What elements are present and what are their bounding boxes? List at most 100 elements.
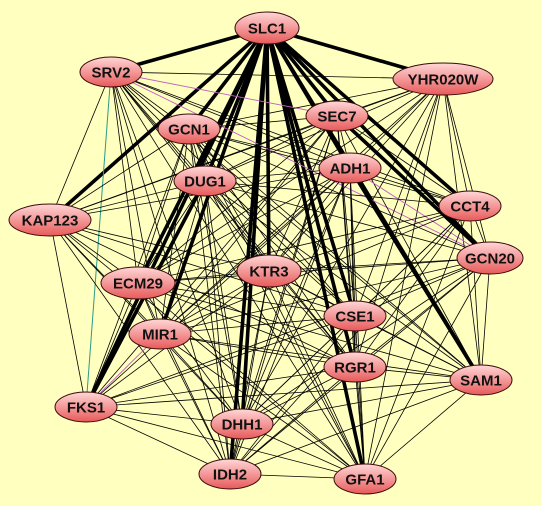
edge-kap123-fks1	[49, 219, 87, 408]
node-label: GCN1	[168, 122, 210, 139]
edge-dug1-dhh1	[204, 180, 243, 425]
node-gfa1[interactable]: GFA1	[333, 463, 397, 495]
edge-kap123-ktr3	[49, 219, 270, 272]
node-shape	[79, 56, 143, 88]
node-gcn20[interactable]: GCN20	[456, 241, 524, 275]
edge-yhr020w-ecm29	[137, 78, 444, 284]
node-adh1[interactable]: ADH1	[318, 152, 382, 184]
node-shape	[8, 203, 92, 237]
node-shape	[333, 463, 397, 495]
edge-mir1-sam1	[159, 333, 482, 381]
edge-dug1-sam1	[204, 180, 482, 381]
node-yhr020w[interactable]: YHR020W	[392, 62, 494, 96]
edge-cse1-gfa1	[354, 315, 366, 480]
node-gcn1[interactable]: GCN1	[157, 113, 221, 145]
edge-ktr3-rgr1	[268, 270, 356, 368]
node-ecm29[interactable]: ECM29	[100, 266, 176, 300]
edge-sam1-dhh1	[241, 379, 482, 425]
edge-srv2-gcn20	[110, 71, 491, 259]
edge-dug1-gfa1	[204, 180, 366, 480]
edge-yhr020w-cse1	[354, 78, 444, 317]
node-shape	[210, 408, 274, 440]
node-shape	[392, 62, 494, 96]
node-rgr1[interactable]: RGR1	[323, 351, 387, 383]
edge-adh1-gcn20	[349, 167, 491, 259]
edge-fks1-idh2	[85, 406, 231, 475]
node-label: GFA1	[345, 472, 384, 489]
node-kap123[interactable]: KAP123	[8, 203, 92, 237]
node-cse1[interactable]: CSE1	[323, 300, 387, 332]
edge-yhr020w-gcn20	[442, 78, 491, 259]
edge-cse1-dhh1	[241, 315, 356, 425]
edge-srv2-cse1	[110, 71, 356, 317]
node-shape	[157, 113, 221, 145]
node-label: ADH1	[330, 161, 371, 178]
edge-adh1-fks1	[85, 167, 351, 408]
edge-mir1-dhh1	[159, 333, 243, 425]
node-label: SLC1	[248, 21, 286, 38]
edge-slc1-gcn20	[265, 26, 492, 260]
edge-gcn1-ktr3	[188, 128, 270, 272]
edge-rgr1-gfa1	[354, 366, 366, 480]
edge-mir1-idh2	[159, 333, 231, 475]
edge-kap123-idh2	[49, 219, 231, 475]
edge-cse1-mir1	[159, 315, 356, 335]
node-label: DHH1	[222, 417, 263, 434]
node-shape	[305, 100, 369, 132]
edge-cse1-fks1	[85, 315, 356, 408]
edge-cct4-ktr3	[268, 205, 471, 272]
node-cct4[interactable]: CCT4	[438, 190, 502, 222]
edge-ecm29-dhh1	[137, 282, 243, 425]
edge-yhr020w-cct4	[442, 78, 471, 207]
edge-srv2-sec7	[110, 71, 338, 117]
edge-sec7-ecm29	[137, 115, 338, 284]
edge-kap123-cse1	[49, 219, 356, 317]
edge-gcn20-fks1	[85, 257, 491, 408]
node-shape	[54, 391, 118, 423]
node-label: GCN20	[465, 251, 515, 268]
edge-rgr1-idh2	[229, 366, 356, 475]
node-label: DUG1	[184, 174, 226, 191]
edge-cct4-mir1	[159, 205, 471, 335]
edge-slc1-gcn1	[187, 26, 269, 131]
edge-adh1-ktr3	[268, 167, 351, 272]
node-label: CCT4	[450, 199, 490, 216]
edge-sam1-idh2	[229, 379, 482, 475]
edge-ecm29-fks1	[85, 282, 139, 408]
edge-gcn20-mir1	[159, 257, 491, 335]
edge-gcn20-sam1	[480, 257, 491, 381]
edge-slc1-kap123	[48, 26, 269, 222]
node-shape	[323, 351, 387, 383]
node-label: SRV2	[92, 65, 131, 82]
node-shape	[234, 11, 300, 45]
node-idh2[interactable]: IDH2	[198, 458, 262, 490]
node-ktr3[interactable]: KTR3	[236, 254, 302, 288]
edge-ecm29-rgr1	[137, 282, 356, 368]
node-shape	[456, 241, 524, 275]
node-sam1[interactable]: SAM1	[449, 364, 513, 396]
edge-kap123-rgr1	[49, 219, 356, 368]
node-slc1[interactable]: SLC1	[234, 11, 300, 45]
node-label: ECM29	[113, 276, 163, 293]
node-dhh1[interactable]: DHH1	[210, 408, 274, 440]
edge-ktr3-idh2	[229, 270, 270, 475]
edge-yhr020w-dhh1	[241, 78, 444, 425]
edge-cse1-idh2	[229, 315, 356, 475]
node-fks1[interactable]: FKS1	[54, 391, 118, 423]
node-dug1[interactable]: DUG1	[173, 165, 237, 197]
edge-slc1-idh2	[228, 27, 269, 475]
node-label: CSE1	[335, 309, 374, 326]
node-sec7[interactable]: SEC7	[305, 100, 369, 132]
edge-fks1-gfa1	[85, 406, 366, 480]
node-label: SAM1	[460, 373, 502, 390]
node-mir1[interactable]: MIR1	[128, 318, 192, 350]
node-shape	[236, 254, 302, 288]
node-shape	[198, 458, 262, 490]
edge-sec7-gcn20	[335, 114, 492, 260]
edge-srv2-adh1	[110, 71, 351, 169]
node-label: YHR020W	[408, 72, 480, 89]
edge-slc1-cse1	[265, 27, 357, 317]
node-srv2[interactable]: SRV2	[79, 56, 143, 88]
node-shape	[438, 190, 502, 222]
